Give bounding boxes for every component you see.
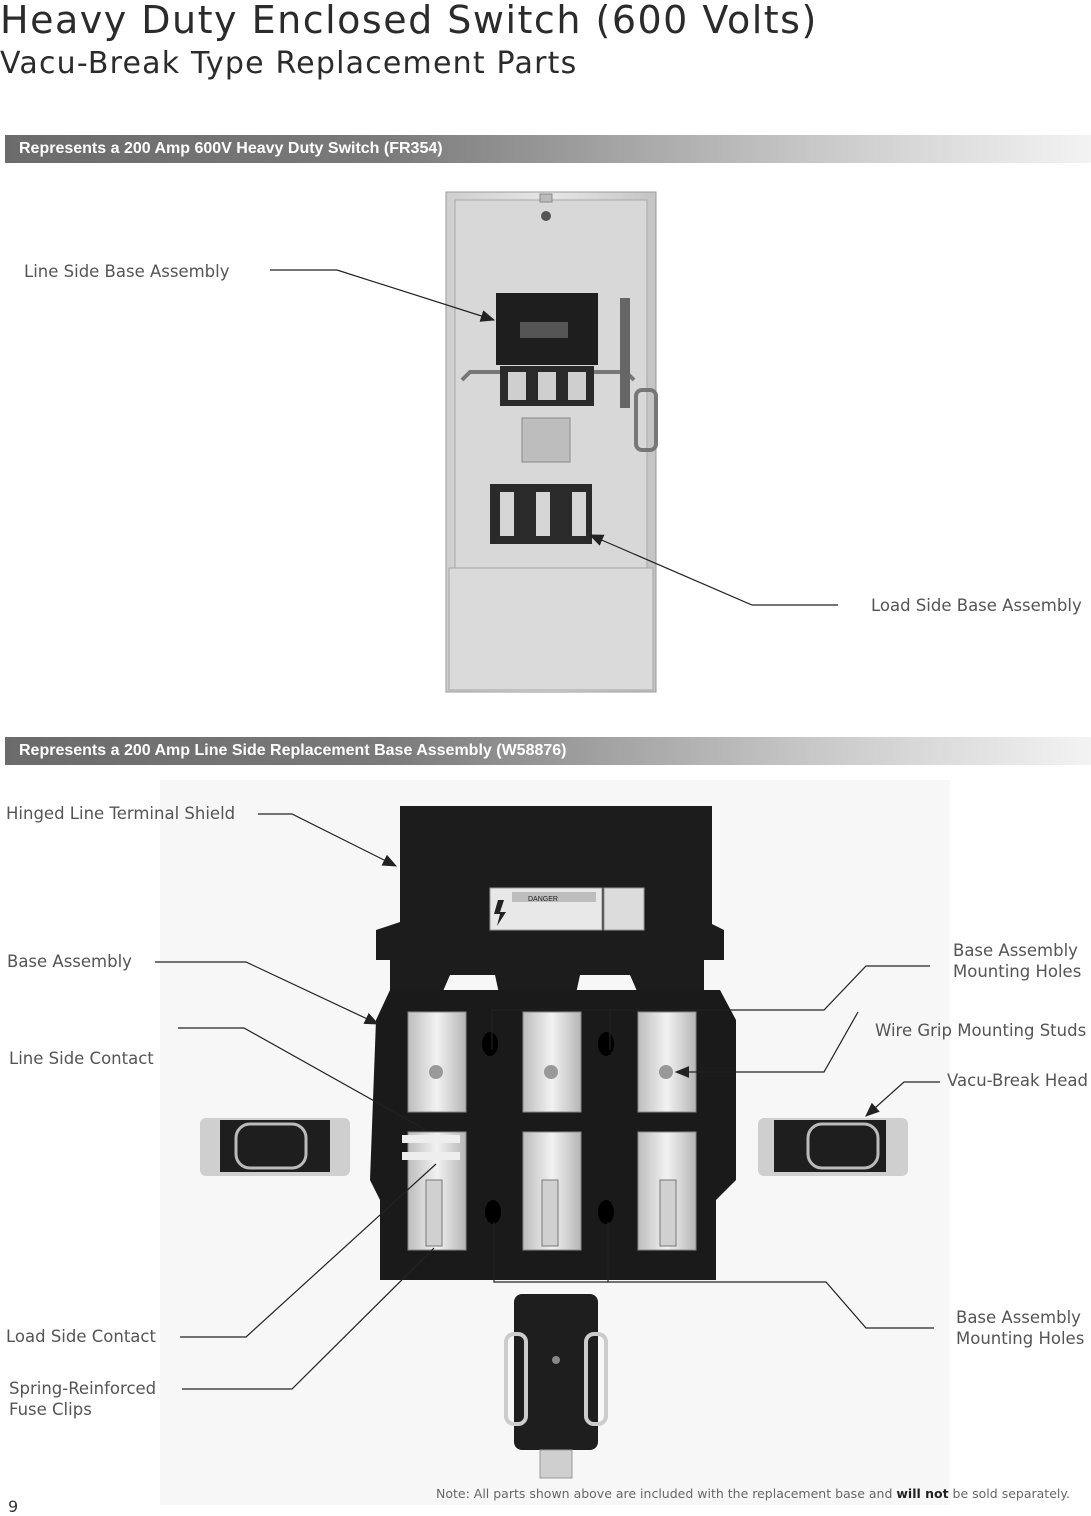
label-load-side-base-assembly: Load Side Base Assembly [871,596,1082,615]
leader-load-side-base [588,534,838,606]
leader-fuse-clips [182,1247,435,1390]
leader-mounting-holes-top-2 [491,1009,610,1050]
page-number: 9 [8,1497,19,1516]
leader-wire-grip-studs [674,1011,859,1078]
label-load-side-contact: Load Side Contact [6,1327,156,1346]
footer-note: Note: All parts shown above are included… [436,1486,1070,1501]
label-mounting-holes-bottom-line1: Base Assembly [956,1308,1081,1327]
enclosure-photo [445,191,658,693]
leader-hinged-shield [258,813,398,867]
footer-note-prefix: Note: All parts shown above are included… [436,1486,897,1501]
label-wire-grip-mounting-studs: Wire Grip Mounting Studs [875,1021,1087,1040]
section-bar-base-assembly: Represents a 200 Amp Line Side Replaceme… [5,737,1091,765]
leader-line-side-contact [178,1027,427,1131]
footer-note-bold: will not [896,1486,949,1501]
leader-load-side-contact [180,1163,437,1338]
label-base-assembly: Base Assembly [7,952,132,971]
label-line-side-base-assembly: Line Side Base Assembly [24,262,230,281]
leader-vacu-break-head [865,1081,940,1117]
page-title: Heavy Duty Enclosed Switch (600 Volts) [0,0,818,42]
danger-text: DANGER [528,896,558,903]
page-subtitle: Vacu-Break Type Replacement Parts [0,46,578,81]
label-line-side-contact: Line Side Contact [9,1049,154,1068]
label-mounting-holes-top-line2: Mounting Holes [953,962,1082,981]
leader-line-side-base [270,269,496,322]
base-assembly-photo: DANGER [160,780,950,1505]
label-mounting-holes-top-line1: Base Assembly [953,941,1078,960]
label-spring-reinforced: Spring-Reinforced [9,1379,157,1398]
section-bar-switch: Represents a 200 Amp 600V Heavy Duty Swi… [5,135,1091,163]
label-mounting-holes-bottom-line2: Mounting Holes [956,1329,1085,1348]
label-hinged-line-terminal-shield: Hinged Line Terminal Shield [6,804,236,823]
footer-note-suffix: be sold separately. [948,1486,1070,1501]
label-fuse-clips: Fuse Clips [9,1400,92,1419]
label-vacu-break-head: Vacu-Break Head [947,1071,1088,1090]
leader-base-assembly [155,961,380,1025]
leader-mounting-holes-bottom [607,1222,934,1329]
leader-mounting-holes-top [609,965,930,1050]
leader-mounting-holes-bottom-2 [493,1222,608,1283]
